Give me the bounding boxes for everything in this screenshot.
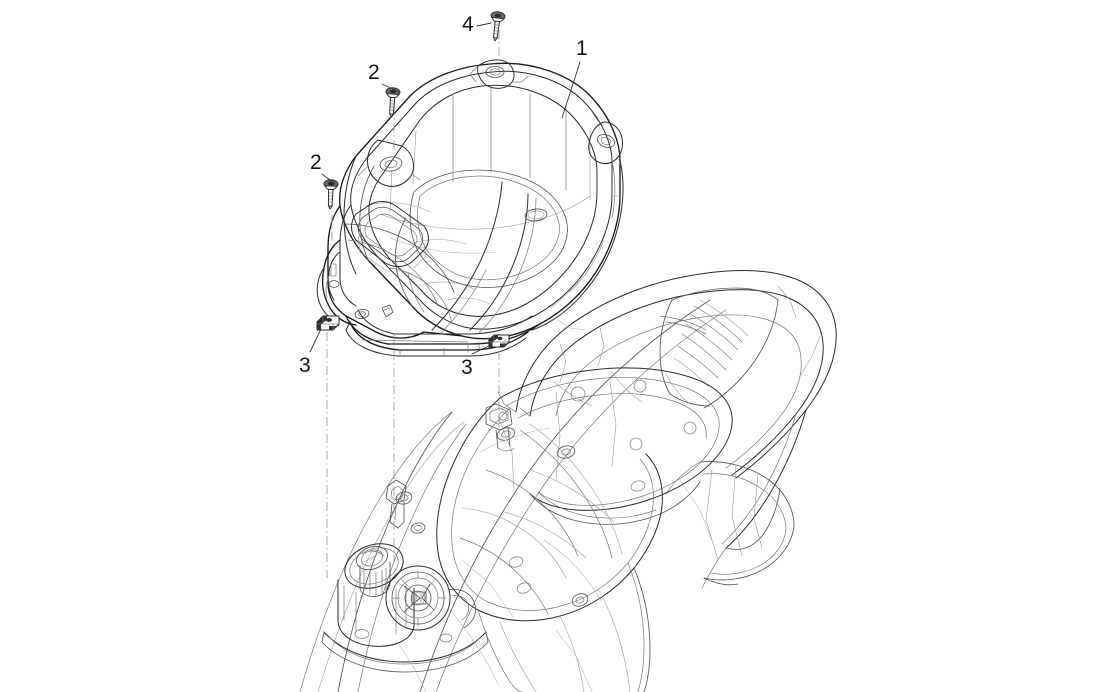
fuel-filler-lock-assembly [321,543,489,673]
callout-number-1: 1 [576,37,588,60]
leader-1 [561,61,581,119]
leader-2b [321,173,336,185]
callout-number-4: 4 [462,13,474,36]
callout-number-3-left: 3 [299,354,311,377]
rear-subframe-assembly [299,270,837,692]
callout-number-2-lower: 2 [310,151,322,174]
screw-2-upper [385,87,401,118]
center-lines [326,30,500,578]
callout-number-3-right: 3 [461,356,473,379]
leader-4 [476,22,492,27]
retaining-clips [316,315,510,348]
screw-2-lower [323,179,339,210]
screw-4 [490,11,506,42]
helmet-compartment [316,59,624,357]
callout-leaders [309,22,581,355]
leader-2a [381,83,400,93]
screws [323,11,506,210]
clip-right [488,334,510,348]
clip-left [316,315,340,331]
leader-3b [471,345,490,355]
leader-3a [309,328,322,353]
callout-number-2-upper: 2 [368,61,380,84]
